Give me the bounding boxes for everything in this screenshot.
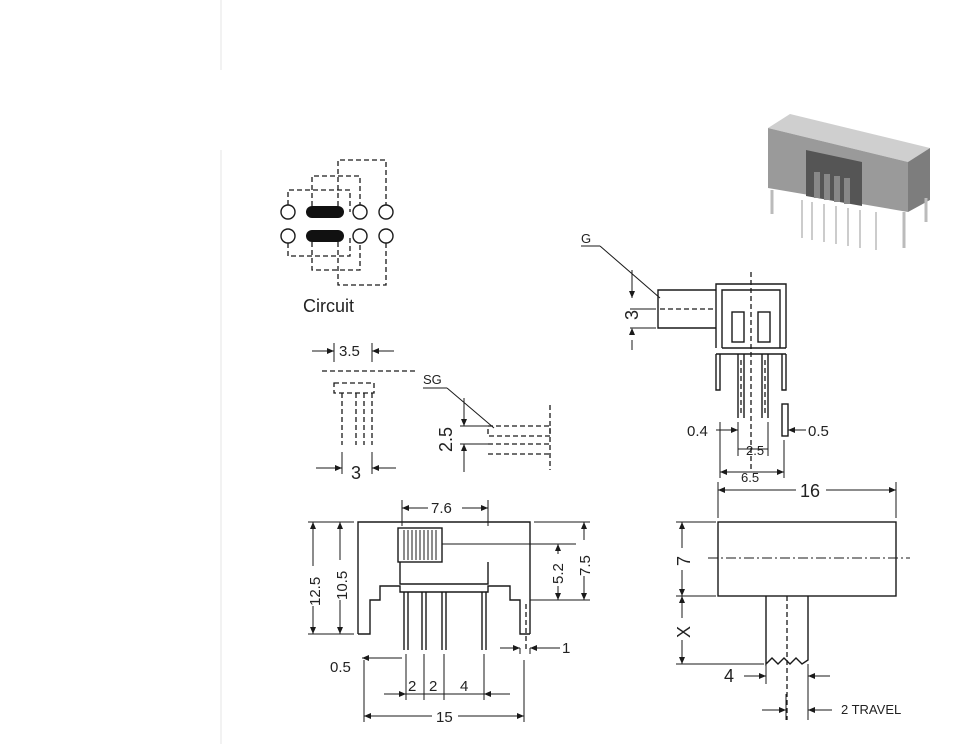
circuit-contact-bar bbox=[306, 230, 344, 242]
circuit-diagram: Circuit bbox=[280, 159, 394, 316]
dim-width-label: 3 bbox=[351, 463, 361, 483]
circuit-path bbox=[287, 189, 351, 212]
dim-2a-label: 2 bbox=[408, 678, 416, 695]
circuit-path bbox=[337, 242, 387, 286]
circuit-pin bbox=[378, 228, 394, 244]
circuit-pin bbox=[352, 228, 368, 244]
circuit-contact-bar bbox=[306, 206, 344, 218]
actuator-body bbox=[717, 521, 897, 597]
dim-sg-label: 2.5 bbox=[436, 427, 456, 452]
dim-76-label: 7.6 bbox=[431, 500, 452, 517]
circuit-pin bbox=[352, 204, 368, 220]
circuit-label: Circuit bbox=[303, 296, 354, 316]
circuit-path bbox=[287, 236, 351, 257]
dim-2b-label: 2 bbox=[429, 678, 437, 695]
front-housing bbox=[357, 521, 531, 634]
circuit-pin bbox=[280, 228, 296, 244]
circuit-path bbox=[311, 175, 361, 206]
dim-05-label: 0.5 bbox=[330, 659, 351, 676]
actuator-view: 16 7 X 4 2 TRAVEL bbox=[674, 480, 910, 720]
circuit-path bbox=[311, 242, 361, 271]
dim-x-label: X bbox=[674, 626, 694, 638]
footprint-view: 3.5 3 SG 2.5 bbox=[312, 343, 551, 483]
dim-4-label: 4 bbox=[724, 666, 734, 686]
dim-4-label: 4 bbox=[460, 678, 468, 695]
dim-1-label: 1 bbox=[562, 640, 570, 657]
g-label: G bbox=[581, 231, 591, 246]
dim-16-label: 16 bbox=[800, 481, 820, 501]
side-view: G 3 0.4 0.5 bbox=[581, 231, 829, 485]
dim-65-label: 6.5 bbox=[741, 470, 759, 485]
dim-15-label: 15 bbox=[436, 709, 453, 726]
dim-125-label: 12.5 bbox=[307, 577, 324, 606]
travel-label: 2 TRAVEL bbox=[841, 702, 901, 717]
dim-75-label: 7.5 bbox=[577, 555, 594, 576]
dim-7-label: 7 bbox=[674, 556, 694, 566]
dim-g-label: 3 bbox=[622, 310, 642, 320]
front-view: 7.6 12.5 10.5 bbox=[304, 499, 594, 726]
dim-04-label: 0.4 bbox=[687, 423, 708, 440]
sg-label: SG bbox=[423, 372, 442, 387]
front-knob bbox=[397, 527, 443, 563]
circuit-pin bbox=[378, 204, 394, 220]
dim-05-label: 0.5 bbox=[808, 423, 829, 440]
dim-pitch-label: 3.5 bbox=[339, 343, 360, 360]
circuit-path bbox=[337, 159, 387, 206]
dim-105-label: 10.5 bbox=[334, 571, 351, 600]
dim-52-label: 5.2 bbox=[550, 563, 567, 584]
slide-switch-photo bbox=[768, 114, 930, 250]
dim-25-label: 2.5 bbox=[746, 443, 764, 458]
side-actuator bbox=[657, 289, 716, 329]
circuit-pin bbox=[280, 204, 296, 220]
